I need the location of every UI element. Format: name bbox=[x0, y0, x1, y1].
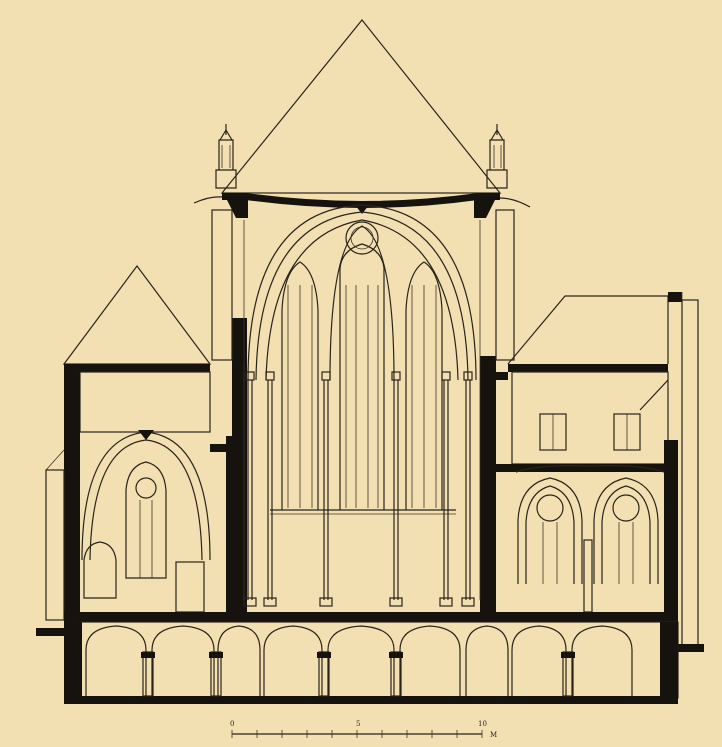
crypt-arch bbox=[85, 625, 147, 696]
right-pinnacle bbox=[486, 124, 531, 208]
column-base bbox=[263, 597, 277, 607]
crypt-capital bbox=[317, 652, 331, 658]
column-capital bbox=[441, 371, 451, 381]
nave-tracery bbox=[281, 221, 443, 510]
column-capital bbox=[463, 371, 473, 381]
nave-columns bbox=[243, 220, 481, 607]
crypt-arch bbox=[571, 625, 633, 696]
crypt-capital bbox=[209, 652, 223, 658]
crypt-capital bbox=[561, 652, 575, 658]
main-floor bbox=[36, 612, 704, 652]
scale-unit: M bbox=[490, 731, 497, 739]
crypt-arch bbox=[399, 625, 461, 696]
crypt-arch bbox=[263, 625, 323, 696]
column-base bbox=[243, 597, 257, 607]
window-mullions bbox=[287, 285, 437, 508]
crypt-capital bbox=[141, 652, 155, 658]
nave-roof bbox=[220, 19, 502, 194]
left-aisle-roof bbox=[62, 264, 212, 433]
crypt-arch bbox=[465, 625, 509, 696]
scale-ticks bbox=[231, 730, 483, 738]
crypt-capital bbox=[389, 652, 403, 658]
crypt-vaults bbox=[85, 625, 633, 697]
window-transom bbox=[270, 509, 456, 515]
crypt-arch bbox=[327, 625, 395, 696]
crypt-arch bbox=[511, 625, 567, 696]
column-base bbox=[389, 597, 403, 607]
left-aisle bbox=[45, 372, 226, 621]
nave-walls bbox=[211, 209, 515, 612]
column-base bbox=[319, 597, 333, 607]
column-capital bbox=[321, 371, 331, 381]
scale-label-5: 5 bbox=[356, 720, 360, 728]
nave-vault-extrados bbox=[222, 193, 500, 218]
scale-bar: 0 5 10 M bbox=[230, 720, 497, 739]
crypt bbox=[64, 621, 679, 704]
column-capital bbox=[391, 371, 401, 381]
column-base bbox=[461, 597, 475, 607]
scale-label-0: 0 bbox=[230, 720, 234, 728]
left-pinnacle bbox=[193, 124, 237, 204]
column-base bbox=[439, 597, 453, 607]
crypt-arch bbox=[217, 625, 261, 696]
column-capital bbox=[245, 371, 255, 381]
nave-great-arch bbox=[247, 204, 477, 381]
crypt-pier bbox=[210, 651, 222, 697]
scale-label-10: 10 bbox=[478, 720, 487, 728]
column-capital bbox=[265, 371, 275, 381]
crypt-arch bbox=[151, 625, 215, 696]
right-aisle bbox=[496, 299, 699, 647]
